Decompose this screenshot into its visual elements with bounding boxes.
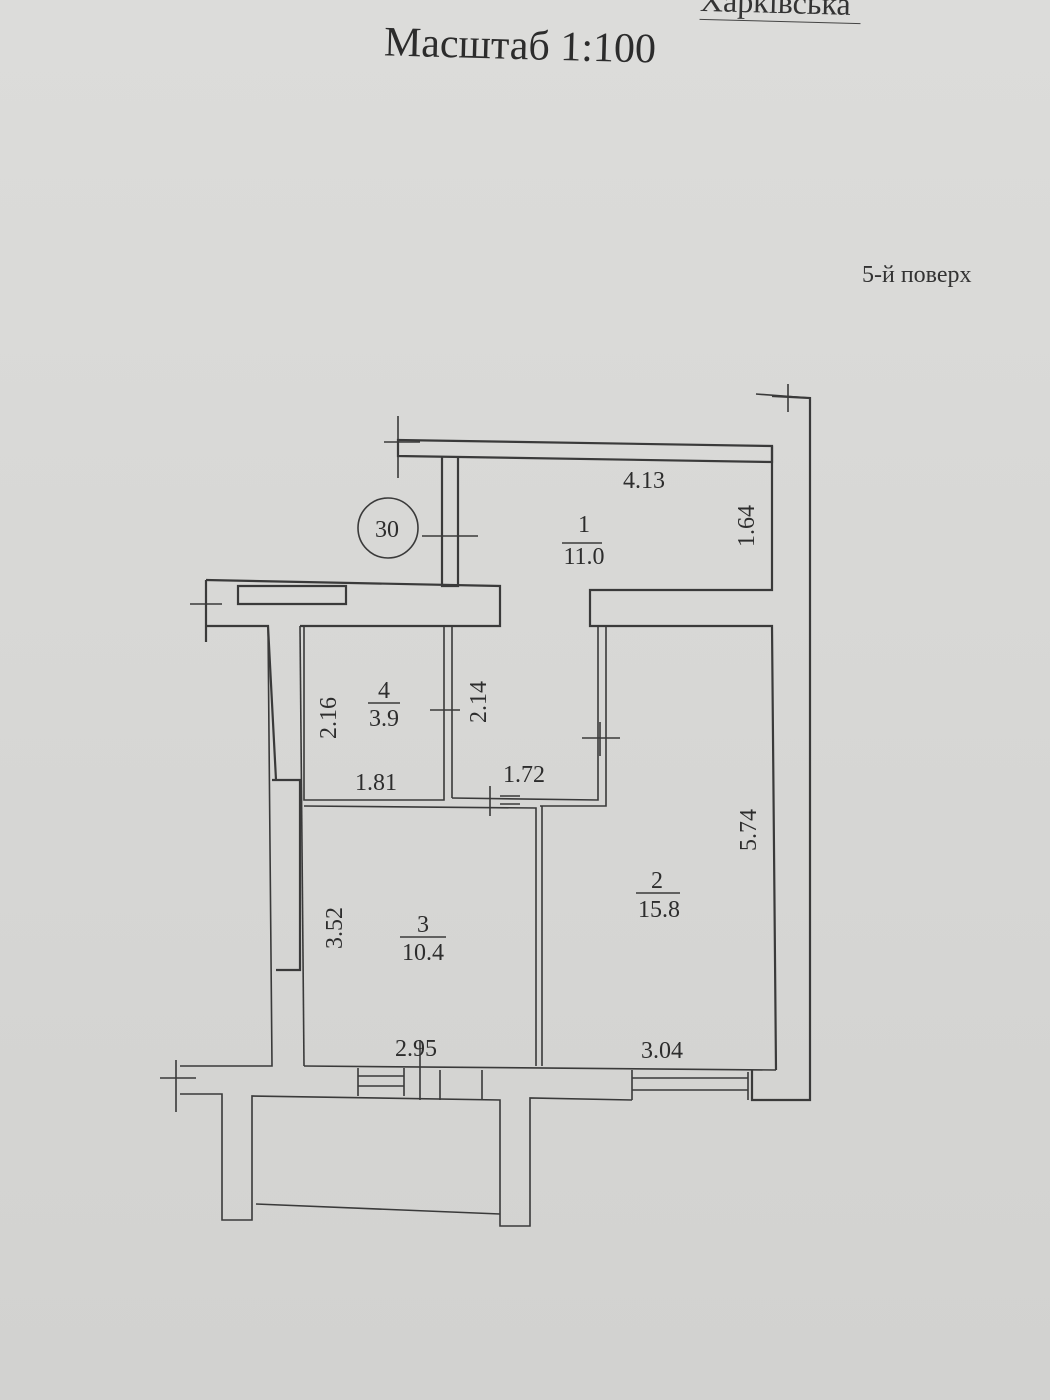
dimension-5-74: 5.74	[736, 809, 762, 851]
dimension-2-16: 2.16	[316, 697, 342, 739]
interior-walls	[303, 535, 620, 1066]
floor-label: 5-й поверх	[862, 262, 972, 288]
dimension-3-52: 3.52	[322, 907, 348, 949]
room-3-number: 3	[417, 912, 429, 938]
apartment-number-circle	[357, 497, 419, 559]
room-4-area: 3.9	[369, 706, 399, 732]
tick-marks	[160, 384, 811, 1112]
room-3-area: 10.4	[402, 940, 444, 966]
room-2-number: 2	[651, 868, 663, 894]
dimension-1-72: 1.72	[503, 762, 545, 788]
room-4-number: 4	[378, 678, 390, 704]
room-2-area: 15.8	[638, 897, 680, 923]
dimension-1-64: 1.64	[734, 505, 760, 547]
room-1-number: 1	[578, 512, 590, 538]
dimension-4-13: 4.13	[623, 468, 665, 494]
dimension-2-95: 2.95	[395, 1036, 437, 1062]
room-1-area: 11.0	[563, 544, 604, 570]
apartment-number: 30	[375, 517, 399, 543]
dimension-1-81: 1.81	[355, 770, 397, 796]
dimension-2-14: 2.14	[466, 681, 492, 723]
dimension-3-04: 3.04	[641, 1038, 683, 1064]
outer-walls	[180, 394, 812, 1227]
